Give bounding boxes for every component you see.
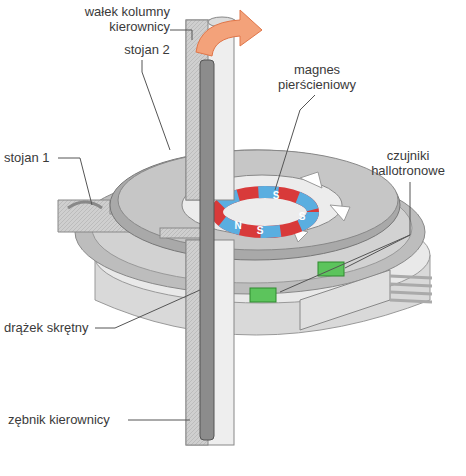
magnet-pole: S <box>270 190 282 201</box>
stator-2 <box>110 150 400 260</box>
part-label: czujniki hallotronowe <box>352 148 464 178</box>
part-label: magnes pierścieniowy <box>262 62 372 92</box>
part-label: stojan 2 <box>112 42 182 57</box>
part-label: stojan 1 <box>4 150 64 165</box>
hall-sensor <box>250 262 432 330</box>
rotation-arrow <box>196 10 262 56</box>
part-label: drążek skrętny <box>4 320 96 335</box>
part-label: zębnik kierownicy <box>8 412 133 427</box>
magnet-pole: S <box>254 225 266 236</box>
part-label: wałek kolumny kierownicy <box>60 4 170 34</box>
magnet-pole: S <box>296 211 308 222</box>
steering-shaft <box>160 17 236 445</box>
magnet-pole: N <box>232 220 244 231</box>
leader-line <box>58 30 410 420</box>
